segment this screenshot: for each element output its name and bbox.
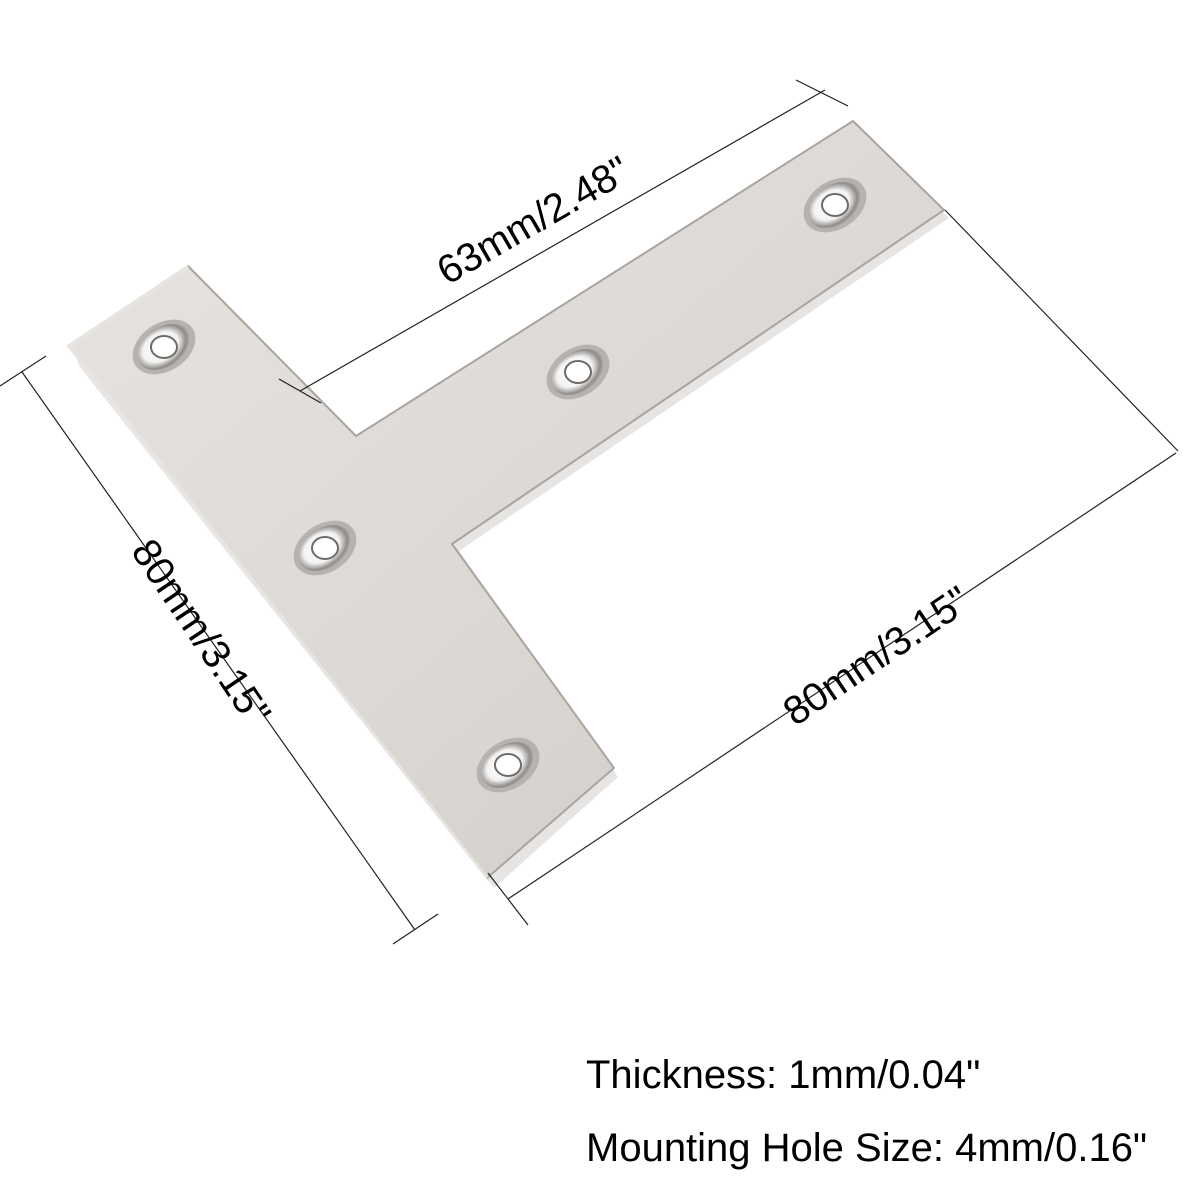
dimension-top [278, 79, 849, 404]
plate-body [67, 120, 945, 879]
hole-size-spec: Mounting Hole Size: 4mm/0.16" [586, 1126, 1147, 1170]
dimension-right-label: 80mm/3.15" [776, 578, 978, 734]
plate-edge-highlight [65, 264, 489, 879]
thickness-spec: Thickness: 1mm/0.04" [586, 1053, 980, 1097]
dimension-top-label: 63mm/2.48" [430, 148, 638, 293]
dimension-right [487, 209, 1179, 926]
countersunk-hole [803, 177, 867, 233]
countersunk-hole [476, 737, 540, 793]
countersunk-hole [546, 344, 610, 400]
t-bracket-plate [65, 120, 949, 888]
countersunk-hole [132, 319, 196, 375]
dimension-left [0, 355, 439, 945]
countersunk-hole [293, 520, 357, 576]
